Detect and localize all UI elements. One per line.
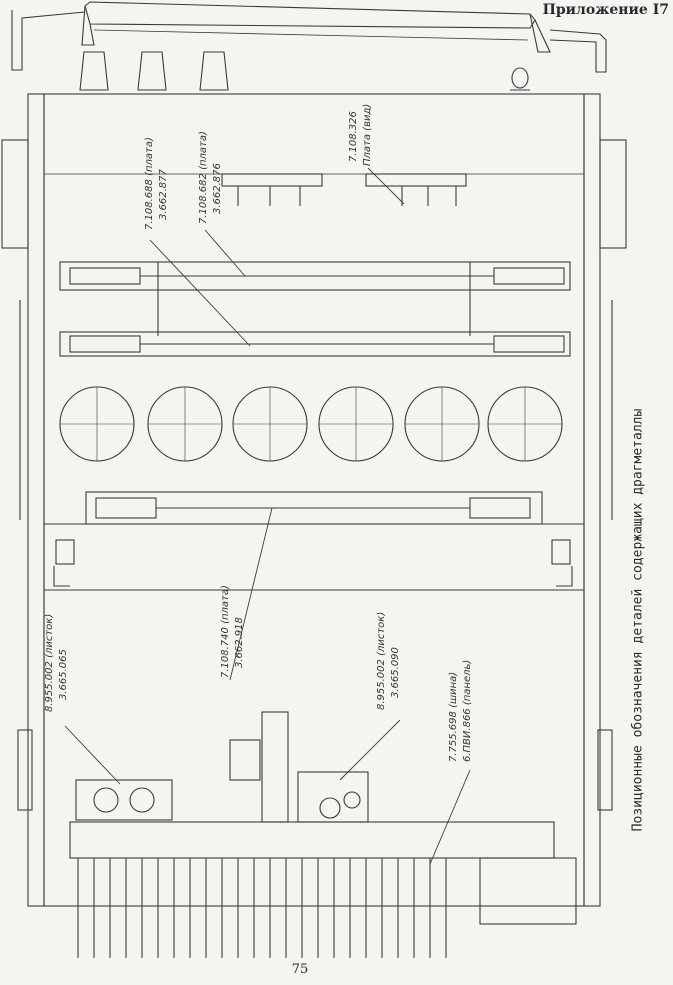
- label-low-c-2: 6.ПВИ.866 (панель): [462, 660, 473, 762]
- label-top-c-1: 7.108.326: [348, 111, 359, 162]
- lower-assembly: [69, 711, 577, 925]
- figure-caption: Позиционные обозначения деталей содержащ…: [630, 408, 646, 832]
- label-low-c-1: 7.755.698 (шина): [448, 672, 459, 762]
- heat-sink-fins: [77, 858, 447, 958]
- label-mid-2: 3.662.918: [234, 617, 245, 668]
- label-low-b-1: 8.955.002 (листок): [376, 612, 387, 710]
- chassis: [1, 93, 627, 907]
- rod-boards: [59, 261, 571, 357]
- mid-board: [53, 491, 573, 587]
- label-top-a-2: 3.662.877: [158, 168, 169, 220]
- circular-components: [59, 386, 563, 462]
- label-low-a-2: 3.665.065: [58, 649, 69, 700]
- top-boards: [221, 173, 467, 206]
- top-handle: [11, 1, 607, 73]
- page-number: 75: [291, 962, 309, 977]
- leader-lines: [64, 167, 471, 865]
- label-top-b-2: 3.662.876: [212, 163, 223, 214]
- appendix-label: Приложение I7: [542, 2, 669, 18]
- label-mid-1: 7.108.740 (плата): [220, 585, 231, 678]
- label-low-a-1: 8.955.002 (листок): [44, 614, 55, 712]
- label-top-b-1: 7.108.682 (плата): [198, 131, 209, 224]
- label-top-c-2: Плата (вид): [362, 104, 373, 166]
- label-top-a-1: 7.108.688 (плата): [144, 137, 155, 230]
- annotations: 7.108.688 (плата) 3.662.877 7.108.682 (п…: [44, 104, 473, 762]
- connector-caps: [79, 51, 530, 91]
- label-low-b-2: 3.665.090: [390, 647, 401, 698]
